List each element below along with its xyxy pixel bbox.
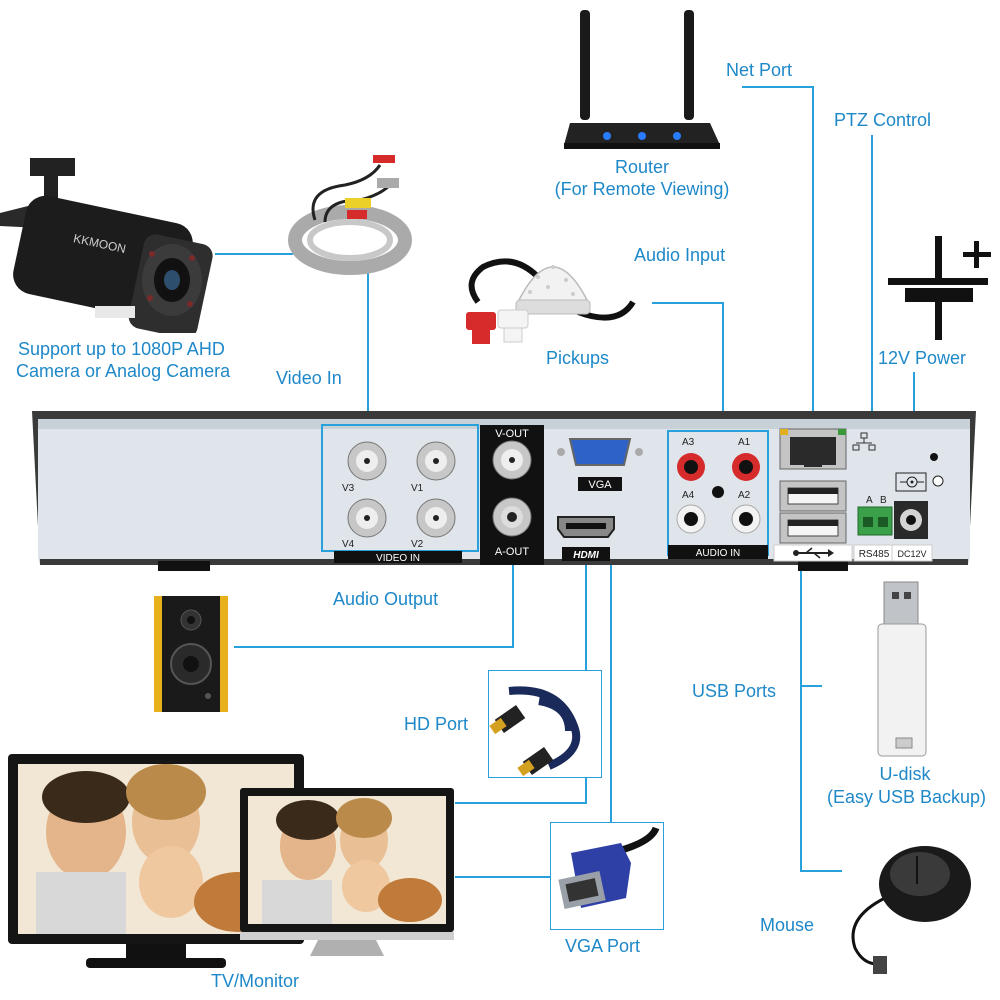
usb-line-h bbox=[800, 685, 822, 687]
v3-label: V3 bbox=[342, 483, 355, 494]
camera-to-cable-line bbox=[215, 253, 293, 255]
audio-input-line-h bbox=[652, 302, 724, 304]
network-symbol-icon bbox=[852, 432, 876, 451]
net-port-label: Net Port bbox=[726, 60, 793, 80]
microphone-pickup-image bbox=[466, 258, 636, 344]
router-sublabel: (For Remote Viewing) bbox=[554, 179, 730, 199]
usb-stick-image bbox=[877, 581, 927, 757]
rs485-label: RS485 bbox=[859, 549, 890, 560]
v4-label: V4 bbox=[342, 539, 355, 550]
bullet-camera-image: KKMOON bbox=[0, 158, 213, 333]
vga-panel-label: VGA bbox=[588, 479, 612, 491]
usb-symbol-icon bbox=[793, 547, 834, 559]
router-led-1-icon bbox=[603, 132, 611, 140]
hdmi-cable-box bbox=[488, 670, 602, 778]
dc-power-icon bbox=[888, 236, 991, 340]
hdmi-panel-label: HDMI bbox=[573, 550, 599, 561]
vga-line-v bbox=[610, 492, 612, 824]
bnc-v4-port[interactable] bbox=[347, 498, 387, 538]
audio-in-panel-label: AUDIO IN bbox=[696, 548, 740, 559]
mouse-label: Mouse bbox=[760, 915, 815, 935]
a4-label: A4 bbox=[682, 490, 695, 501]
v-out-bnc-port[interactable] bbox=[492, 440, 532, 480]
ground-screw-icon bbox=[932, 475, 944, 487]
ptz-control-label: PTZ Control bbox=[834, 110, 932, 130]
a-out-label: A-OUT bbox=[495, 546, 530, 558]
audio-a2-port[interactable] bbox=[731, 504, 761, 534]
audio-a3-port[interactable] bbox=[677, 453, 705, 481]
a2-label: A2 bbox=[738, 490, 751, 501]
usb-port-1[interactable] bbox=[779, 480, 847, 512]
vga-line-h bbox=[455, 876, 555, 878]
v2-label: V2 bbox=[411, 539, 424, 550]
camera-support-line1: Support up to 1080P AHD bbox=[18, 339, 225, 359]
camera-support-line2: Camera or Analog Camera bbox=[16, 361, 231, 381]
rs485-a-label: A bbox=[866, 495, 873, 506]
audio-output-label: Audio Output bbox=[333, 589, 439, 609]
pickups-label: Pickups bbox=[546, 348, 610, 368]
udisk-sublabel: (Easy USB Backup) bbox=[826, 787, 987, 807]
router-image bbox=[564, 10, 720, 149]
audio-a1-port[interactable] bbox=[732, 453, 760, 481]
a-out-rca-port[interactable] bbox=[492, 497, 532, 537]
tv-monitor-label: TV/Monitor bbox=[211, 971, 300, 991]
usb-port-2[interactable] bbox=[779, 512, 847, 544]
small-monitor-image bbox=[240, 788, 454, 956]
vga-panel-port[interactable] bbox=[557, 438, 643, 466]
bnc-v1-port[interactable] bbox=[416, 441, 456, 481]
speaker-image bbox=[154, 596, 228, 712]
video-in-line bbox=[367, 265, 369, 425]
audio-output-line-h bbox=[234, 646, 514, 648]
ptz-line bbox=[871, 135, 873, 507]
dvr-back-panel: V3 V1 V4 V2 VIDEO IN V-OUT A-OUT VGA HDM… bbox=[32, 411, 976, 571]
vga-cable-image bbox=[558, 826, 660, 910]
coax-cable-image bbox=[288, 155, 412, 275]
bnc-v3-port[interactable] bbox=[347, 441, 387, 481]
net-port-line-h bbox=[742, 86, 814, 88]
router-label: Router bbox=[614, 157, 670, 177]
hdmi-cable-image bbox=[489, 686, 581, 777]
udisk-label: U-disk bbox=[879, 764, 931, 784]
mouse-image bbox=[851, 846, 971, 974]
audio-input-line-v bbox=[722, 302, 724, 430]
v-out-label: V-OUT bbox=[495, 428, 529, 440]
dc-12v-label: DC12V bbox=[897, 549, 926, 559]
a1-label: A1 bbox=[738, 437, 751, 448]
hdmi-line-h bbox=[455, 802, 587, 804]
power-12v-label: 12V Power bbox=[878, 348, 967, 368]
dc-12v-jack[interactable] bbox=[894, 501, 928, 539]
vga-port-label: VGA Port bbox=[565, 936, 641, 956]
audio-a4-port[interactable] bbox=[676, 504, 706, 534]
audio-input-label: Audio Input bbox=[634, 245, 726, 265]
video-in-panel-label: VIDEO IN bbox=[376, 553, 420, 564]
mouse-line-h bbox=[800, 870, 842, 872]
rs485-b-label: B bbox=[880, 495, 887, 506]
audio-output-line-v bbox=[512, 535, 514, 648]
a3-label: A3 bbox=[682, 437, 695, 448]
hd-port-label: HD Port bbox=[404, 714, 469, 734]
vga-cable-box bbox=[550, 822, 664, 930]
bnc-v2-port[interactable] bbox=[416, 498, 456, 538]
ethernet-port[interactable] bbox=[779, 428, 847, 470]
net-port-line-v bbox=[812, 86, 814, 428]
dc-polarity-icon bbox=[895, 472, 927, 492]
router-led-3-icon bbox=[673, 132, 681, 140]
v1-label: V1 bbox=[411, 483, 424, 494]
router-led-2-icon bbox=[638, 132, 646, 140]
hdmi-panel-port[interactable] bbox=[557, 516, 615, 538]
usb-ports-label: USB Ports bbox=[692, 681, 777, 701]
video-in-label: Video In bbox=[276, 368, 342, 388]
rs485-terminal[interactable] bbox=[857, 506, 893, 536]
usb-line-v bbox=[800, 548, 802, 872]
